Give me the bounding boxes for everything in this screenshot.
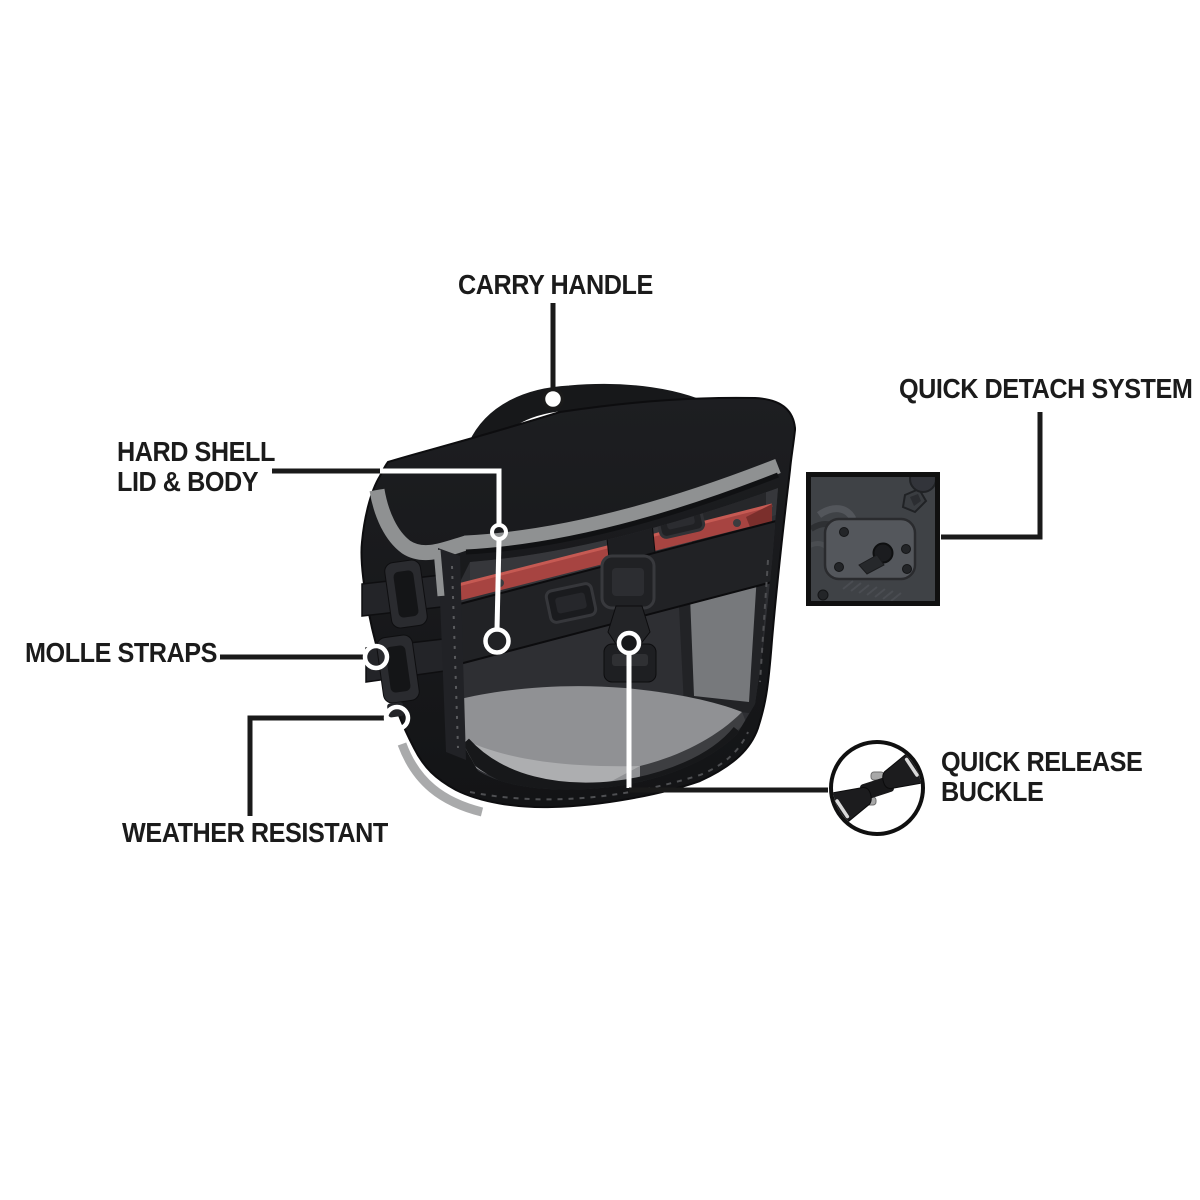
piping-bottom-left: [397, 742, 484, 817]
label-weather-resistant: WEATHER RESISTANT: [122, 817, 388, 848]
piping-sliver-left: [433, 549, 445, 597]
rolled-edge: [438, 548, 466, 760]
lid-piping: [369, 459, 781, 561]
outer-piping: [397, 742, 484, 817]
label-carry-handle: CARRY HANDLE: [458, 269, 653, 300]
label-hard-shell: HARD SHELL LID & BODY: [117, 437, 275, 497]
strap-keeper-left: [544, 582, 598, 624]
piping-shadow: [465, 472, 779, 555]
rail-rivet: [733, 519, 741, 527]
label-molle-straps: MOLLE STRAPS: [25, 637, 218, 668]
right-stitching: [759, 559, 769, 683]
label-hard-shell-line1: HARD SHELL: [117, 436, 275, 467]
interior-front-wall: [640, 712, 746, 782]
quick-detach-latch-icon: [811, 477, 935, 601]
interior-wall: [690, 574, 757, 702]
label-quick-release: QUICK RELEASE BUCKLE: [941, 746, 1143, 807]
molle-loop-upper: [384, 559, 428, 629]
label-quick-release-line1: QUICK RELEASE: [941, 746, 1143, 777]
label-hard-shell-line2: LID & BODY: [117, 466, 259, 497]
rail-rivet: [496, 579, 504, 587]
cobra-buckle-icon: [833, 750, 921, 826]
piping-band: [369, 459, 781, 561]
quick-detach-inset: [806, 472, 940, 606]
label-quick-release-line2: BUCKLE: [941, 776, 1044, 807]
label-quick-detach: QUICK DETACH SYSTEM: [899, 373, 1193, 404]
quick-release-inset: [829, 740, 925, 836]
edge-stitching: [451, 565, 459, 749]
